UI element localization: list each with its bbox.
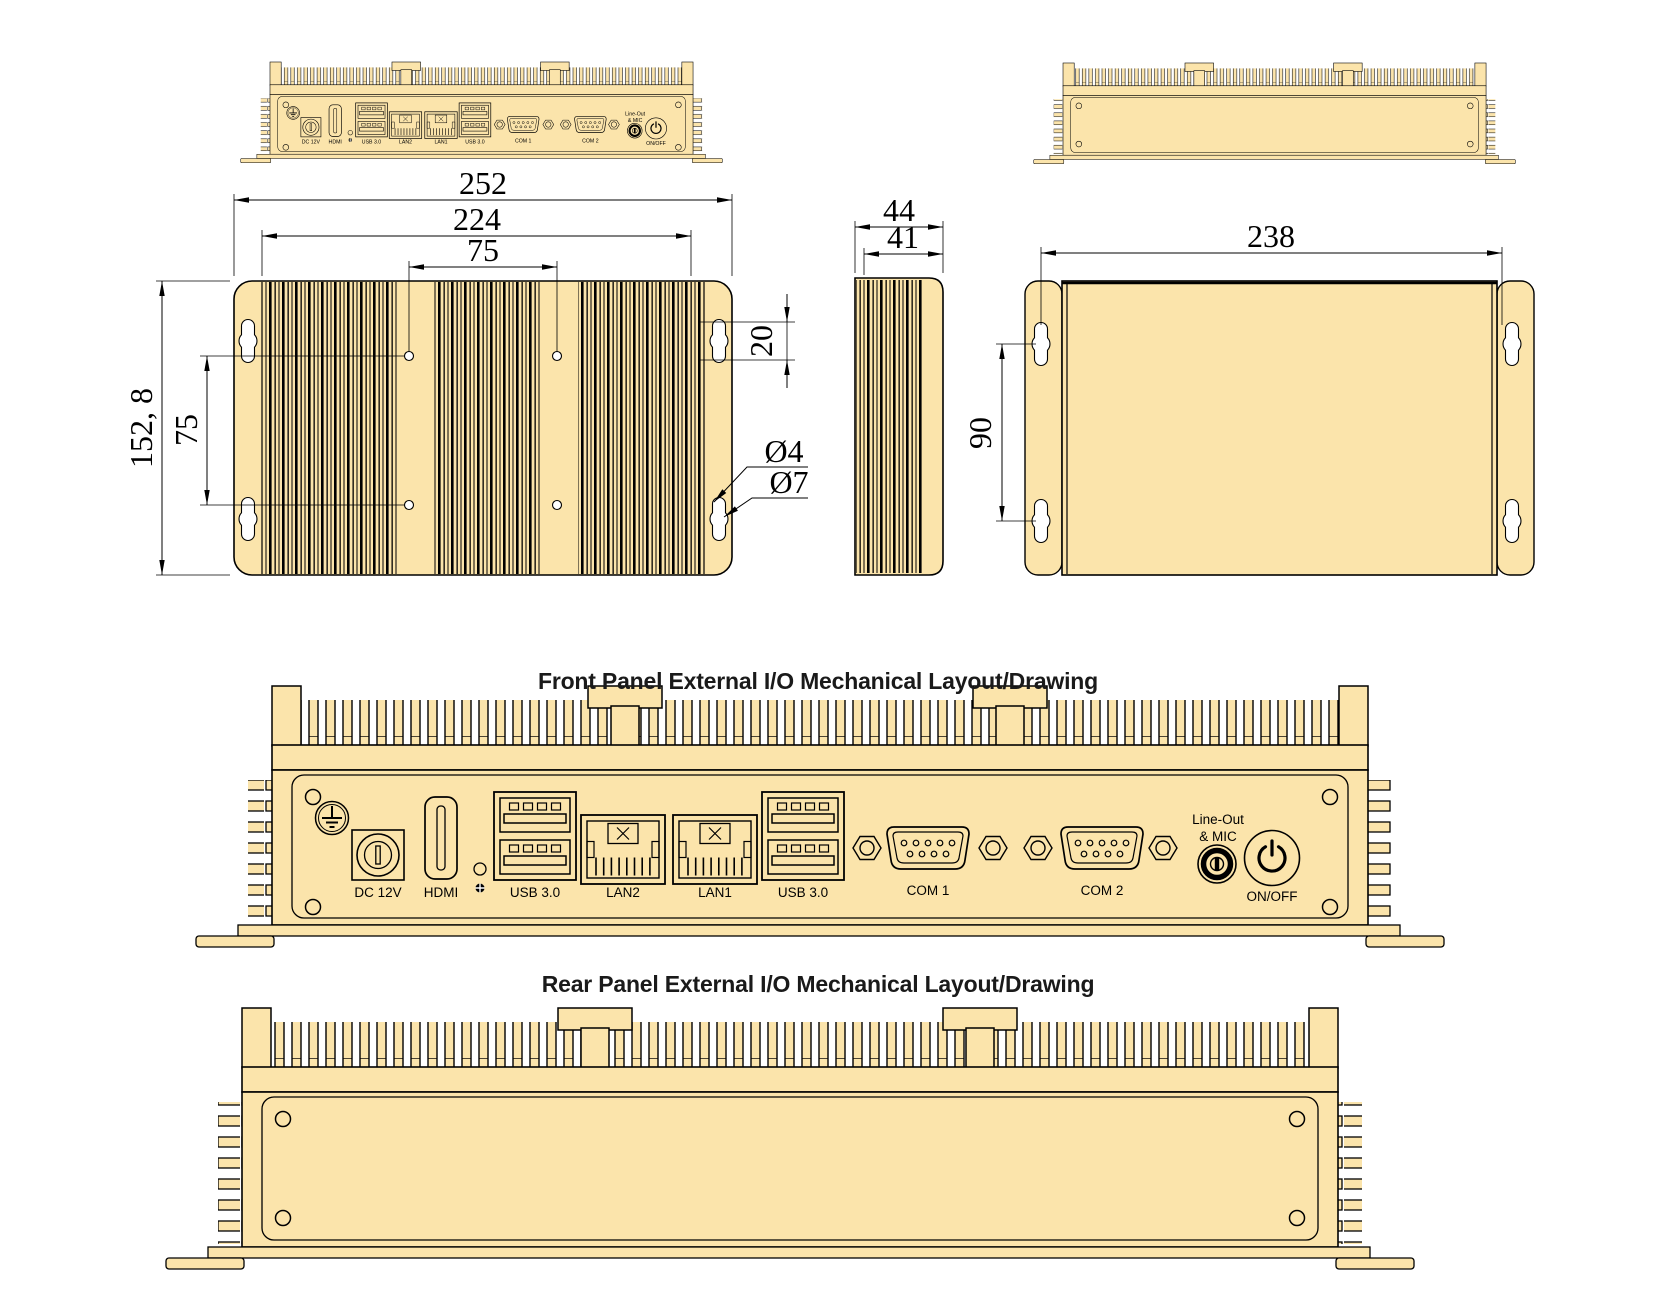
hex-standoff xyxy=(852,835,882,861)
bottom-view-drawing: 238 90 xyxy=(962,218,1535,576)
svg-text:152, 8: 152, 8 xyxy=(123,388,159,468)
svg-text:224: 224 xyxy=(453,201,501,237)
screw-hole xyxy=(1288,1209,1306,1227)
dim-overall-width: 252 xyxy=(233,165,733,276)
leader-slot-hole-dia: Ø7 xyxy=(723,464,809,518)
mounting-keyhole-slot xyxy=(1502,498,1522,544)
screw-hole xyxy=(1321,898,1339,916)
hdmi-port xyxy=(424,796,458,880)
lan2-port xyxy=(580,814,666,885)
dim-overall-depth: 44 xyxy=(854,192,944,273)
lan2-label: LAN2 xyxy=(606,885,640,900)
screw-hole xyxy=(304,788,322,806)
power-label: ON/OFF xyxy=(1247,889,1298,904)
com2-port xyxy=(1060,826,1144,870)
dim-overall-height: 152, 8 xyxy=(123,280,230,576)
svg-text:75: 75 xyxy=(467,232,499,268)
rear-body xyxy=(241,1091,1339,1248)
usb-right-label: USB 3.0 xyxy=(778,885,828,900)
screw-hole xyxy=(304,898,322,916)
front-heatsink-fins xyxy=(271,685,1369,771)
rear-right-side-fins xyxy=(1338,1102,1362,1244)
svg-text:75: 75 xyxy=(168,414,204,446)
vesa-hole xyxy=(403,350,415,362)
screw-hole xyxy=(274,1110,292,1128)
dim-body-depth: 41 xyxy=(863,219,943,275)
svg-text:41: 41 xyxy=(887,219,919,255)
rear-base-plate xyxy=(207,1246,1371,1259)
screw-hole xyxy=(1288,1110,1306,1128)
rear-panel-drawing xyxy=(165,1007,1415,1270)
front-panel-title: Front Panel External I/O Mechanical Layo… xyxy=(538,668,1098,694)
front-left-side-fins xyxy=(248,780,272,922)
power-button xyxy=(1243,829,1301,887)
small-front-view xyxy=(241,62,723,163)
front-panel-drawing: DC 12V HDMI USB 3.0 LAN2 LAN1 USB 3.0 CO… xyxy=(195,685,1445,948)
led-indicator-icon xyxy=(475,883,485,893)
dim-slot-spacing: 90 xyxy=(962,343,1036,522)
audio-jack-port xyxy=(1197,844,1237,884)
front-base-plate xyxy=(237,924,1401,937)
com1-label: COM 1 xyxy=(907,883,950,898)
com2-label: COM 2 xyxy=(1081,883,1124,898)
dc-power-label: DC 12V xyxy=(354,885,401,900)
front-right-side-fins xyxy=(1368,780,1392,922)
top-view-drawing: 252 224 75 152, 8 75 xyxy=(123,165,809,576)
dim-mount-width: 224 xyxy=(261,201,692,276)
svg-text:Ø7: Ø7 xyxy=(769,464,808,500)
usb3-port-left xyxy=(493,791,577,881)
side-view-drawing: 44 41 xyxy=(854,192,944,576)
rear-heatsink-fins xyxy=(241,1007,1339,1093)
svg-text:90: 90 xyxy=(962,417,998,449)
dim-body-width: 238 xyxy=(1040,218,1503,325)
svg-text:252: 252 xyxy=(459,165,507,201)
reset-hole xyxy=(473,862,487,876)
top-view-fins xyxy=(578,282,703,574)
hex-standoff xyxy=(1148,835,1178,861)
rear-right-foot xyxy=(1335,1257,1415,1270)
vesa-hole xyxy=(551,499,563,511)
vesa-hole xyxy=(551,350,563,362)
usb3-port-right xyxy=(761,791,845,881)
dim-slot-length: 20 xyxy=(700,294,795,388)
front-left-foot xyxy=(195,935,275,948)
top-view-fins xyxy=(264,282,398,574)
mounting-keyhole-slot xyxy=(709,496,729,542)
com1-port xyxy=(886,826,970,870)
dim-hole-spacing-y: 75 xyxy=(168,355,405,506)
hex-standoff xyxy=(978,835,1008,861)
vesa-hole xyxy=(403,499,415,511)
lan1-port xyxy=(672,814,758,885)
dc-jack-port xyxy=(351,829,405,881)
hdmi-label: HDMI xyxy=(424,885,459,900)
rear-left-foot xyxy=(165,1257,245,1270)
svg-text:44: 44 xyxy=(883,192,915,228)
mounting-keyhole-slot xyxy=(709,318,729,364)
top-view-fins xyxy=(432,282,542,574)
leader-hole-dia: Ø4 xyxy=(713,433,808,503)
hex-standoff xyxy=(1023,835,1053,861)
rear-panel-title: Rear Panel External I/O Mechanical Layou… xyxy=(542,971,1095,997)
rear-face-plate xyxy=(261,1096,1319,1241)
power-icon xyxy=(1257,839,1287,873)
dim-hole-spacing-x: 75 xyxy=(408,232,558,352)
lan1-label: LAN1 xyxy=(698,885,732,900)
audio-label-line1: Line-Out xyxy=(1192,812,1244,827)
screw-hole xyxy=(1321,788,1339,806)
small-rear-view xyxy=(1033,62,1516,165)
svg-text:20: 20 xyxy=(743,325,779,357)
screw-hole xyxy=(274,1209,292,1227)
front-right-foot xyxy=(1365,935,1445,948)
audio-label-line2: & MIC xyxy=(1199,829,1237,844)
rear-left-side-fins xyxy=(218,1102,242,1244)
mounting-keyhole-slot xyxy=(238,496,258,542)
svg-text:Ø4: Ø4 xyxy=(764,433,803,469)
ground-icon xyxy=(314,800,350,836)
mounting-keyhole-slot xyxy=(1502,321,1522,367)
usb-left-label: USB 3.0 xyxy=(510,885,560,900)
front-face-plate xyxy=(291,774,1349,919)
svg-text:238: 238 xyxy=(1247,218,1295,254)
side-view-fins xyxy=(856,280,922,573)
